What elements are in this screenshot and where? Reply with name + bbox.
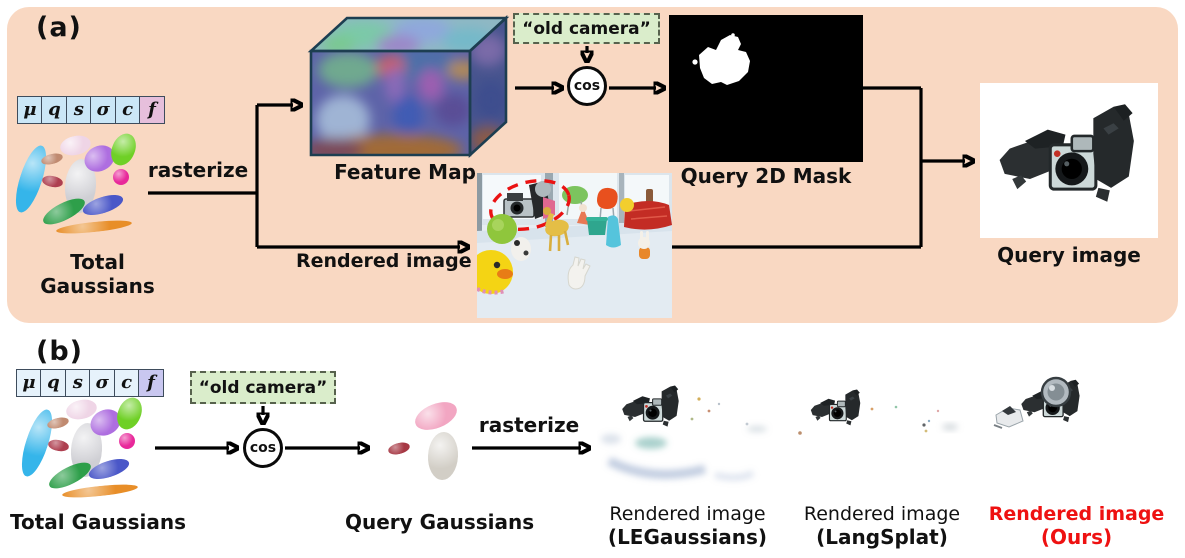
rendered-image-langsplat [792,369,972,493]
param-cell-q: q [40,369,67,397]
panel-a-label: (a) [36,12,82,43]
flash-disc [535,181,551,197]
feature-map-label: Feature Map [334,160,476,184]
cow-figure [511,237,531,261]
legaussians-render [601,385,767,481]
rasterize-label-b: rasterize [478,413,580,437]
gaussian-param-row-a: μ q s σ c f [17,96,166,124]
small-duck [620,198,634,212]
green-bucket [587,219,607,235]
total-gaussians-label-b: Total Gaussians [10,510,187,534]
param-cell-c: c [113,369,140,397]
rendered-image-legaussians [597,369,778,493]
gaussian-param-row-b: μ q s σ c f [16,369,165,397]
panel-b-label: (b) [36,336,84,367]
gaussian-ellipse [386,440,412,457]
yellow-duck [477,250,513,295]
small-cart-shape [993,406,1024,429]
query-image-label: Query image [997,243,1141,267]
gaussian-ellipse [411,396,461,436]
output-label-ours: Rendered image (Ours) [988,503,1165,549]
total-gaussians-cluster-b [14,392,164,507]
output-label-legaussians: Rendered image (LEGaussians) [607,503,768,549]
rendered-image-ours [990,369,1163,493]
gaussian-ellipse [55,218,133,236]
param-cell-q: q [41,96,68,124]
query-2d-mask-image [669,15,863,162]
param-cell-sigma: σ [89,369,116,397]
camera-highlight-ellipse [489,178,571,232]
mask-blob [692,33,750,85]
gaussian-ellipse [61,482,139,500]
gaussian-ellipse [41,174,64,189]
render-artifacts [690,397,749,426]
hand-sculpture [567,256,591,290]
query-image-camera [998,103,1136,204]
query-image [980,83,1158,238]
total-gaussians-label-a: Total Gaussians [40,250,155,298]
query-gaussians-label: Query Gaussians [345,510,535,534]
orange-bunny [638,231,650,259]
feature-map-front-face [311,51,470,155]
query-2d-mask-label: Query 2D Mask [680,164,852,188]
gaussian-ellipse [119,433,135,449]
gaussian-ellipse [426,431,460,481]
cos-node-b: cos [243,428,283,468]
giraffe-toy [543,207,570,252]
param-cell-f: f [139,96,166,124]
param-cell-mu: μ [16,369,42,397]
param-cell-sigma: σ [90,96,117,124]
output-label-langsplat: Rendered image (LangSplat) [803,503,961,549]
query-text-box-b: “old camera” [190,371,336,404]
param-cell-c: c [114,96,141,124]
feature-map-cuboid [307,15,510,158]
gaussian-ellipse [47,438,70,453]
rendered-image-label-a: Rendered image [296,250,472,272]
langsplat-render [798,389,958,435]
ours-render [993,376,1081,429]
render-artifacts [798,405,958,435]
param-cell-f: f [138,369,165,397]
param-cell-mu: μ [17,96,43,124]
rendered-image-a [477,173,672,318]
param-cell-s: s [65,96,92,124]
cyan-figure [606,215,621,248]
toys-scene [477,173,672,318]
cos-node-a: cos [567,66,607,106]
total-gaussians-cluster-a [8,128,158,243]
query-text-box-a: “old camera” [513,13,660,44]
rasterize-label-a: rasterize [147,158,249,182]
feature-map-edges [307,15,510,158]
red-chair [597,187,618,209]
gaussian-ellipse [113,169,129,185]
query-gaussians-cluster [378,396,478,486]
